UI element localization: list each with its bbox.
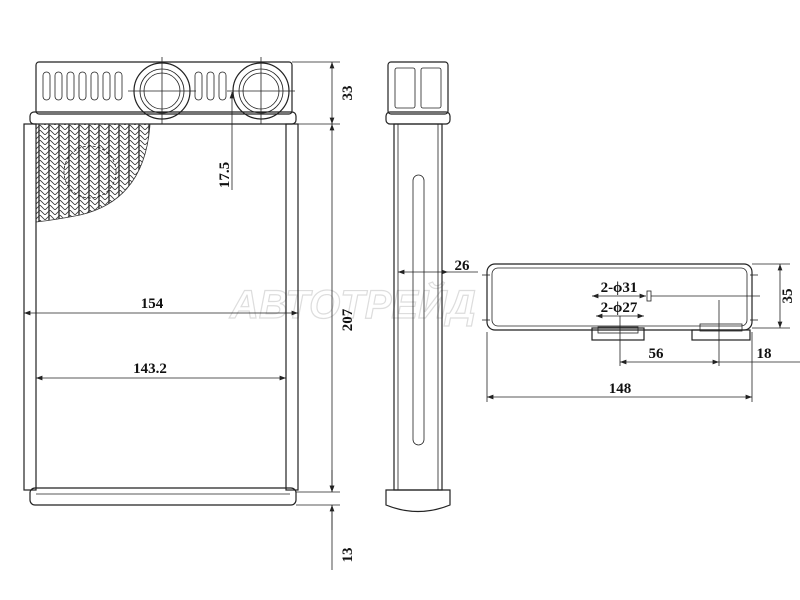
header-slots: [42, 71, 227, 101]
dim-overall-length: 148: [609, 381, 632, 397]
dim-edge-offset: 18: [757, 346, 772, 362]
dim-inner-diameter: 2-ϕ27: [601, 300, 638, 316]
dim-core-width: 143.2: [133, 361, 167, 377]
dim-outer-diameter: 2-ϕ31: [601, 280, 638, 296]
inlet-pipe: [128, 57, 196, 124]
outlet-pipe: [227, 57, 295, 124]
watermark: АВТОТРЕЙД: [229, 280, 476, 327]
dim-core-height: 207: [340, 308, 356, 331]
front-view: [23, 57, 299, 506]
front-dimensions: 33 207 13 17.5 154 143.2: [24, 61, 356, 570]
dim-overall-width: 154: [141, 296, 164, 312]
dim-header-height: 33: [340, 86, 356, 101]
dim-pipe-offset: 17.5: [217, 162, 233, 188]
side-view: 26: [385, 61, 478, 513]
top-view: 2-ϕ31 2-ϕ27 56 18 148 35: [482, 263, 800, 402]
dim-pipe-spacing: 56: [649, 346, 665, 362]
fin-hatching: [35, 123, 151, 223]
dim-depth: 35: [780, 289, 796, 304]
dim-thickness: 26: [455, 258, 471, 274]
dim-bottom-height: 13: [340, 548, 356, 563]
